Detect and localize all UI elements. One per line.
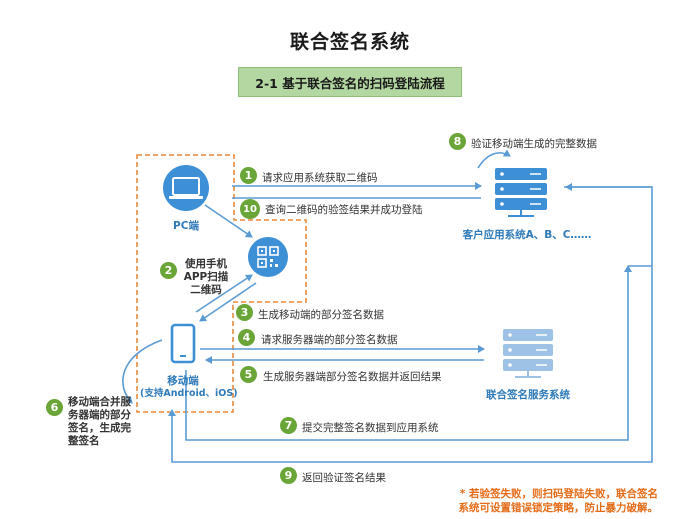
step-5-badge: 5 [240, 366, 257, 383]
failure-note: * 若验签失败，则扫码登陆失败，联合签名 系统可设置错误锁定策略，防止暴力破解。 [458, 488, 659, 514]
step-8-text: 验证移动端生成的完整数据 [471, 138, 597, 150]
step-2-badge: 2 [160, 262, 177, 279]
step-7-badge: 7 [280, 417, 297, 434]
step-10-text: 查询二维码的验签结果并成功登陆 [265, 204, 423, 216]
step-4-badge: 4 [238, 329, 255, 346]
arrow-pc-to-qr [204, 204, 253, 238]
step-10-badge: 10 [240, 199, 260, 219]
step-6-badge: 6 [46, 399, 63, 416]
server-icon [495, 168, 547, 217]
step-9-text: 返回验证签名结果 [302, 472, 386, 484]
step-3-text: 生成移动端的部分签名数据 [258, 309, 384, 321]
step-3-badge: 3 [236, 304, 253, 321]
smartphone-icon [170, 323, 196, 364]
diagram-subtitle-text: 2-1 基于联合签名的扫码登陆流程 [255, 75, 445, 91]
step-9-badge: 9 [280, 467, 297, 484]
mobile-platforms-label: (支持Android、iOS) [140, 388, 238, 399]
step-1-badge: 1 [240, 167, 257, 184]
pc-label: PC端 [173, 220, 199, 232]
mobile-label: 移动端 [167, 375, 199, 387]
arrow-qr-to-mobile [199, 282, 257, 322]
step-4-text: 请求服务器端的部分签名数据 [261, 334, 398, 346]
step-7-text: 提交完整签名数据到应用系统 [302, 422, 439, 434]
arrow-step-7 [185, 265, 632, 441]
step-1-text: 请求应用系统获取二维码 [262, 172, 378, 184]
arrow-step-8 [477, 149, 511, 169]
laptop-icon [163, 165, 209, 211]
sign-server-label: 联合签名服务系统 [486, 389, 570, 401]
step-5-text: 生成服务器端部分签名数据并返回结果 [263, 371, 442, 383]
step-6-text: 移动端合并服 务器端的部分 签名，生成完 整签名 [68, 396, 131, 447]
app-scan-label: 使用手机 APP扫描 二维码 [183, 258, 229, 296]
diagram-subtitle: 2-1 基于联合签名的扫码登陆流程 [238, 67, 462, 97]
step-8-badge: 8 [449, 133, 466, 150]
server-icon [503, 329, 553, 378]
qr-code-icon [248, 237, 288, 277]
page-title: 联合签名系统 [289, 31, 410, 53]
arrow-mobile-to-qr [195, 274, 253, 313]
arrow-step-6 [122, 339, 163, 404]
client-system-label: 客户应用系统A、B、C…… [462, 229, 592, 241]
